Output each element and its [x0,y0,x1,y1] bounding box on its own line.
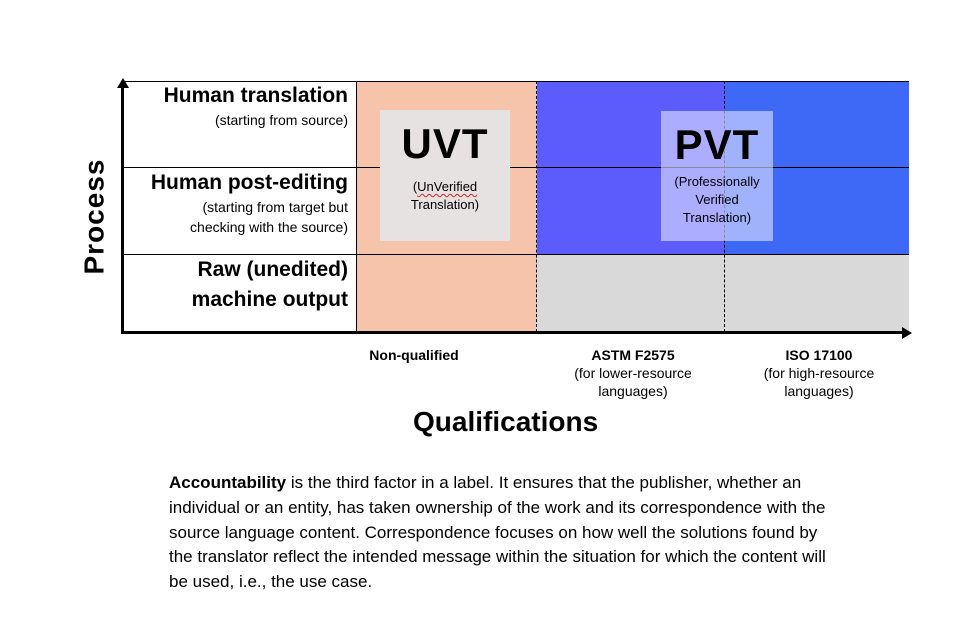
column-sub-iso-1: (for high-resource [763,365,875,381]
column-sub-astm-1: (for lower-resource [574,365,692,381]
pvt-expansion-line3: Translation) [682,210,752,225]
y-axis-arrow-icon [116,78,129,88]
row-label-raw-machine-2: machine output [191,288,348,311]
y-axis-label: Process [78,158,110,275]
x-axis-arrow-icon [902,326,912,339]
x-axis [121,331,904,334]
column-label-iso: ISO 17100 (for high-resource languages) [739,346,899,400]
uvt-expansion-line1: (UnVerified [380,178,510,196]
uvt-expansion: (UnVerified Translation) [380,178,510,214]
column-title-astm: ASTM F2575 [591,347,675,363]
uvt-open-paren: ( [412,179,418,194]
accountability-term: Accountability [169,473,287,492]
row-divider-2 [122,254,909,255]
row-sublabel-post-editing-1: (starting from target but [202,199,348,215]
column-sub-iso-2: languages) [784,383,854,399]
cell-machine-output-qualified [537,255,909,332]
dashed-divider-1 [536,81,537,332]
pvt-expansion-line2: Verified [695,192,739,207]
uvt-word-unverified: UnVerified [417,179,478,194]
label-column-divider [356,81,357,332]
accountability-paragraph: Accountability is the third factor in a … [169,471,834,595]
row-divider-1 [122,167,909,168]
row-divider-top [122,81,909,82]
uvt-expansion-line2: Translation) [410,197,480,212]
column-title-iso: ISO 17100 [785,347,853,363]
row-label-human-post-editing: Human post-editing [150,171,348,194]
row-label-raw-machine-1: Raw (unedited) [197,258,349,281]
row-label-human-translation: Human translation [163,84,348,107]
y-axis [121,86,124,334]
row-sublabel-post-editing-2: checking with the source) [190,219,348,235]
pvt-abbreviation: PVT [674,121,760,168]
uvt-abbreviation: UVT [401,120,489,167]
column-label-non-qualified: Non-qualified [334,346,494,364]
column-sub-astm-2: languages) [598,383,668,399]
uvt-badge: UVT (UnVerified Translation) [380,110,510,241]
pvt-expansion-line1: (Professionally [674,174,760,189]
pvt-badge: PVT (Professionally Verified Translation… [661,111,773,241]
column-title-non-qualified: Non-qualified [369,347,459,363]
row-sublabel-human-translation: (starting from source) [214,112,348,128]
pvt-expansion: (Professionally Verified Translation) [661,173,773,227]
column-label-astm: ASTM F2575 (for lower-resource languages… [553,346,713,400]
x-axis-label: Qualifications [413,406,599,437]
accountability-text: is the third factor in a label. It ensur… [169,473,826,592]
